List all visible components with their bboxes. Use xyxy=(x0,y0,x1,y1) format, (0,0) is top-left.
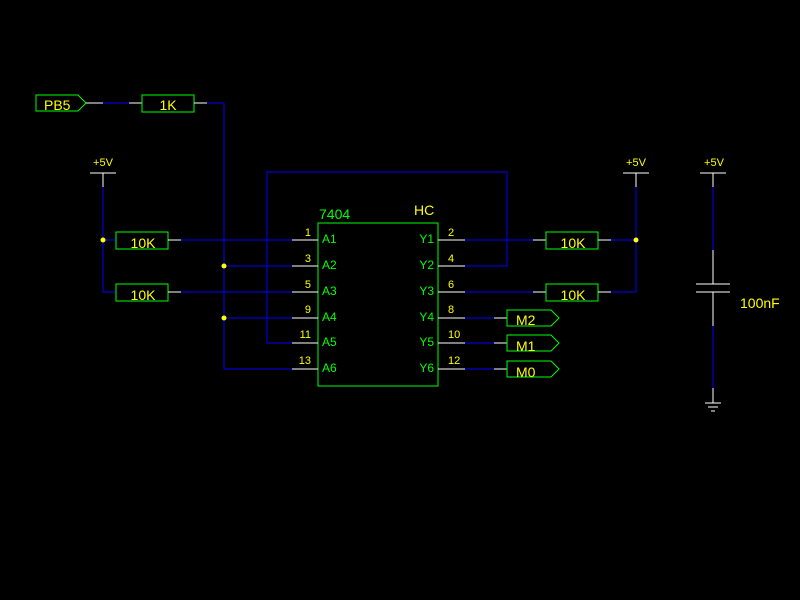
pin-number: 1 xyxy=(305,227,311,239)
ic-body xyxy=(317,222,439,387)
pin-number: 8 xyxy=(448,304,454,316)
power-label: +5V xyxy=(93,157,114,169)
ic-family-label: HC xyxy=(414,202,434,218)
pin-name: Y4 xyxy=(419,310,434,324)
ic-pin-10: 10 Y5 xyxy=(419,329,465,349)
pin-number: 3 xyxy=(305,253,311,265)
ic-pin-5: 5 A3 xyxy=(292,279,337,298)
resistor-pullup-left-1: 10K xyxy=(115,231,181,251)
pin-number: 12 xyxy=(448,355,460,367)
power-symbol-right: +5V xyxy=(623,157,649,187)
junction-dot xyxy=(100,237,106,243)
pin-name: Y1 xyxy=(419,232,434,246)
capacitor-value: 100nF xyxy=(740,295,780,311)
ic-pin-4: 4 Y2 xyxy=(419,253,465,272)
pin-name: A4 xyxy=(322,310,337,324)
resistor-pullup-right-1: 10K xyxy=(533,231,611,251)
ic-pin-2: 2 Y1 xyxy=(419,227,465,246)
output-port-m0: M0 xyxy=(494,360,560,380)
resistor-value: 10K xyxy=(561,235,587,251)
capacitor-100nf: 100nF xyxy=(696,250,780,326)
resistor-value: 1K xyxy=(159,97,177,113)
ic-pin-9: 9 A4 xyxy=(292,304,337,324)
ic-part-label: 7404 xyxy=(319,206,350,222)
pin-number: 6 xyxy=(448,279,454,291)
pin-name: A2 xyxy=(322,258,337,272)
port-shape xyxy=(506,334,560,352)
power-label: +5V xyxy=(704,157,725,169)
pin-name: Y6 xyxy=(419,361,434,375)
pin-number: 4 xyxy=(448,253,454,265)
output-port-m2: M2 xyxy=(494,309,560,328)
junction-dot xyxy=(633,237,639,243)
port-label: M1 xyxy=(516,338,536,354)
ic-pin-1: 1 A1 xyxy=(292,227,337,246)
port-shape xyxy=(35,94,87,112)
pin-number: 10 xyxy=(448,329,460,341)
power-symbol-left: +5V xyxy=(90,157,116,187)
port-label: PB5 xyxy=(44,97,71,113)
ic-pin-8: 8 Y4 xyxy=(419,304,465,324)
pin-name: A1 xyxy=(322,232,337,246)
wire-1k-bus-a6 xyxy=(195,102,292,370)
pin-name: A5 xyxy=(322,335,337,349)
pin-name: A3 xyxy=(322,284,337,298)
pin-number: 2 xyxy=(448,227,454,239)
ic-pin-6: 6 Y3 xyxy=(419,279,465,298)
port-label: M2 xyxy=(516,312,536,328)
pin-number: 13 xyxy=(299,355,311,367)
resistor-value: 10K xyxy=(131,287,157,303)
ic-7404: 7404 HC 1 A1 3 A2 5 A3 9 A4 11 A5 xyxy=(292,202,465,387)
pin-number: 9 xyxy=(305,304,311,316)
power-label: +5V xyxy=(626,157,647,169)
port-label: M0 xyxy=(516,364,536,380)
port-shape xyxy=(506,309,560,327)
ic-pin-12: 12 Y6 xyxy=(419,355,465,375)
pin-number: 11 xyxy=(300,329,311,341)
resistor-value: 10K xyxy=(131,235,157,251)
ic-pin-3: 3 A2 xyxy=(292,253,337,272)
pin-name: Y3 xyxy=(419,284,434,298)
resistor-pullup-right-2: 10K xyxy=(533,283,611,303)
resistor-value: 10K xyxy=(561,287,587,303)
power-symbol-cap: +5V xyxy=(700,157,726,187)
junction-dot xyxy=(221,263,227,269)
wire-a5-y2-loop xyxy=(266,171,508,344)
wire-left-vcc-rail xyxy=(102,174,116,293)
resistor-1k: 1K xyxy=(129,94,207,113)
pin-number: 5 xyxy=(305,279,311,291)
port-shape xyxy=(506,360,560,378)
junction-dot xyxy=(221,315,227,321)
pin-name: Y5 xyxy=(419,335,434,349)
ic-pin-13: 13 A6 xyxy=(292,355,337,375)
ground-icon xyxy=(705,388,721,412)
junctions xyxy=(100,237,639,321)
input-port-pb5: PB5 xyxy=(35,94,103,113)
output-port-m1: M1 xyxy=(494,334,560,354)
resistor-pullup-left-2: 10K xyxy=(115,283,181,303)
ic-pin-11: 11 A5 xyxy=(292,329,337,349)
pin-name: A6 xyxy=(322,361,337,375)
pin-name: Y2 xyxy=(419,258,434,272)
